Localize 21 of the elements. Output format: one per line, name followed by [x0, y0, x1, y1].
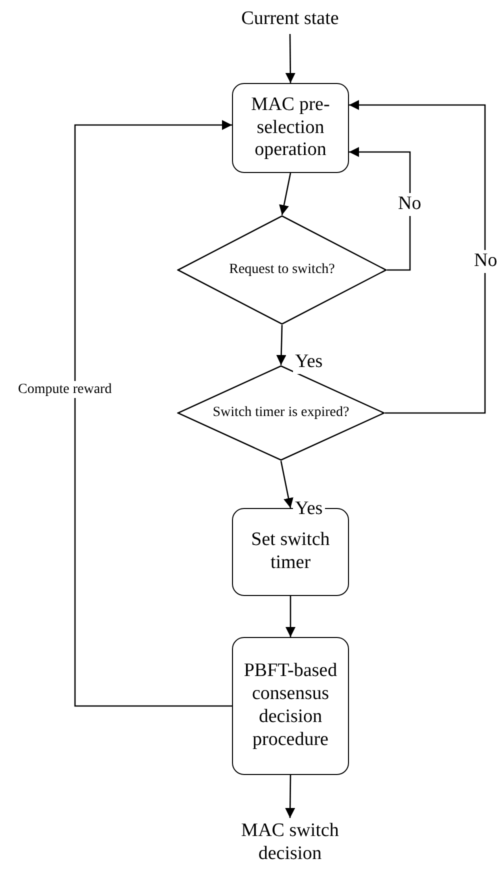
edge-label: No [396, 193, 424, 216]
process-text: Set switch timer [250, 529, 331, 575]
edge-label: Compute reward [16, 381, 114, 398]
process-text: PBFT-based consensus decision procedure [242, 660, 338, 752]
arrow [285, 775, 296, 818]
terminal-text: Current state [241, 8, 339, 30]
arrow [280, 460, 294, 508]
arrow [349, 100, 486, 414]
arrow [276, 324, 286, 366]
edge-label: No [472, 250, 500, 273]
decision-text: Switch timer is expired? [212, 404, 350, 422]
arrow [349, 147, 411, 271]
arrow [279, 172, 292, 216]
process-text: MAC pre-selection operation [250, 94, 331, 162]
process-box [232, 83, 349, 173]
decision-text: Request to switch? [229, 260, 335, 279]
terminal-text: MAC switch decision [240, 820, 340, 866]
process-box [232, 637, 349, 775]
arrow [285, 34, 296, 83]
arrow [74, 120, 232, 707]
arrow [286, 596, 296, 637]
